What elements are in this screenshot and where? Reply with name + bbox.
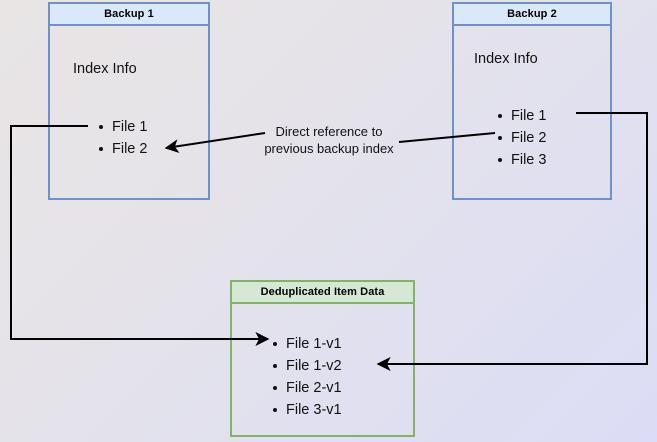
list-item: File 2-v1	[272, 377, 342, 399]
list-item: File 1	[98, 116, 147, 138]
list-item: File 1	[497, 105, 546, 127]
deduplicated-file-list: File 1-v1 File 1-v2 File 2-v1 File 3-v1	[272, 333, 342, 421]
backup-1-header: Backup 1	[50, 4, 208, 26]
direct-reference-annotation: Direct reference to previous backup inde…	[249, 123, 409, 157]
backup-2-index-info-label: Index Info	[474, 51, 538, 67]
list-item: File 3-v1	[272, 399, 342, 421]
direct-reference-line-2: previous backup index	[264, 141, 394, 156]
backup-1-file-list: File 1 File 2	[98, 116, 147, 160]
backup-1-box: Backup 1	[48, 2, 210, 200]
list-item: File 1-v2	[272, 355, 342, 377]
list-item: File 1-v1	[272, 333, 342, 355]
backup-1-index-info-label: Index Info	[73, 61, 137, 77]
list-item: File 2	[98, 138, 147, 160]
list-item: File 2	[497, 127, 546, 149]
backup-2-file-list: File 1 File 2 File 3	[497, 105, 546, 171]
deduplicated-item-data-header: Deduplicated Item Data	[232, 282, 413, 304]
list-item: File 3	[497, 149, 546, 171]
direct-reference-line-1: Direct reference to	[275, 124, 383, 139]
backup-2-header: Backup 2	[454, 4, 610, 26]
